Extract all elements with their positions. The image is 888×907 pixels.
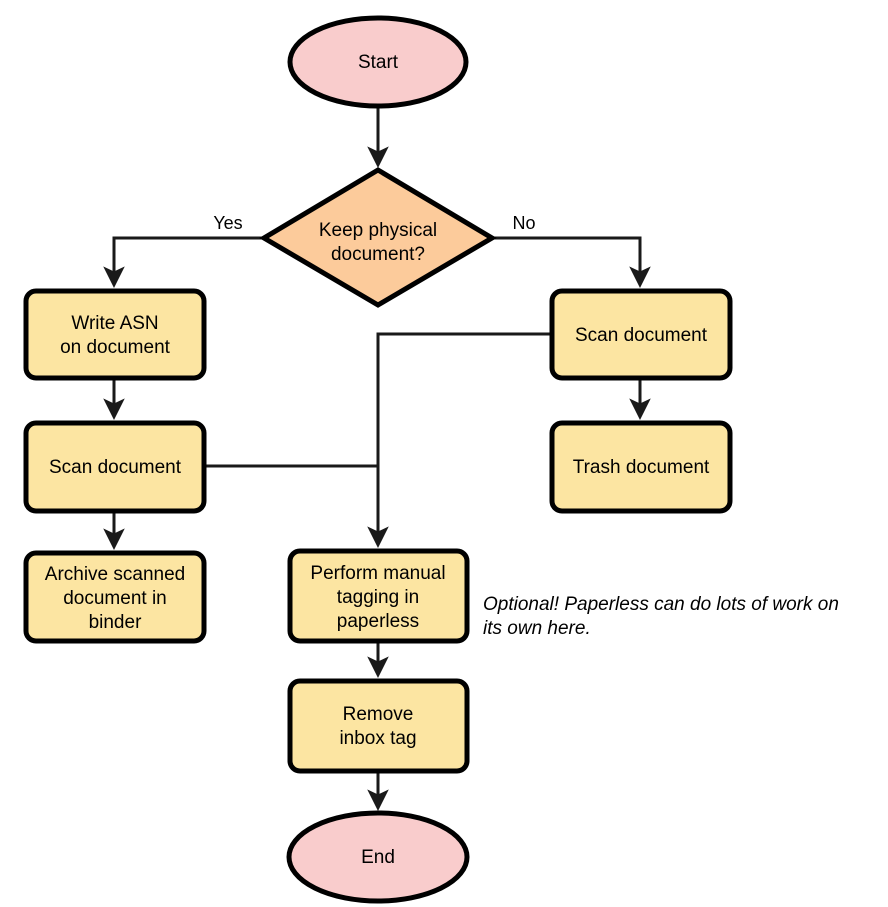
write-asn-box — [23, 288, 207, 381]
remove-inbox-label-line2: inbox tag — [339, 728, 416, 749]
scan-document-left-label: Scan document — [49, 457, 182, 478]
decision-label-line1: Keep physical — [319, 220, 437, 241]
edge-decision-yes-to-write-asn — [103, 236, 263, 289]
end-ellipse — [286, 810, 470, 904]
remove-inbox-tag-box — [287, 678, 470, 774]
node-start[interactable]: Start — [287, 15, 469, 109]
end-label: End — [361, 847, 395, 868]
node-perform-manual-tagging[interactable]: Perform manual tagging in paperless — [287, 548, 470, 644]
optional-note-line1: Optional! Paperless can do lots of work … — [483, 594, 839, 615]
start-label: Start — [358, 52, 399, 73]
node-write-asn-on-document[interactable]: Write ASN on document — [23, 288, 207, 381]
manual-tagging-label-line3: paperless — [337, 611, 419, 632]
scan-document-right-box — [549, 288, 733, 381]
manual-tagging-label-line2: tagging in — [337, 587, 419, 608]
archive-label-line3: binder — [89, 612, 142, 633]
node-archive-scanned-document[interactable]: Archive scanned document in binder — [23, 550, 207, 644]
decision-diamond — [259, 167, 497, 308]
node-trash-document[interactable]: Trash document — [549, 420, 733, 514]
node-scan-document-right[interactable]: Scan document — [549, 288, 733, 381]
write-asn-label-line1: Write ASN — [71, 313, 158, 334]
remove-inbox-label-line1: Remove — [343, 704, 414, 725]
decision-label-line2: document? — [331, 244, 425, 265]
manual-tagging-box — [287, 548, 470, 644]
archive-label-line2: document in — [63, 588, 167, 609]
manual-tagging-label-line1: Perform manual — [310, 563, 445, 584]
edge-decision-no-to-scan-right — [492, 236, 651, 289]
node-scan-document-left[interactable]: Scan document — [23, 420, 207, 514]
edge-label-no: No — [512, 213, 535, 233]
edge-label-yes: Yes — [213, 213, 242, 233]
start-ellipse — [287, 15, 469, 109]
optional-note-line2: its own here. — [483, 618, 591, 639]
write-asn-label-line2: on document — [60, 337, 171, 358]
node-end[interactable]: End — [286, 810, 470, 904]
trash-document-box — [549, 420, 733, 514]
edge-scan-right-to-manual-tagging — [367, 332, 552, 549]
archive-box — [23, 550, 207, 644]
scan-document-left-box — [23, 420, 207, 514]
archive-label-line1: Archive scanned — [45, 564, 185, 585]
node-decision-keep-physical-document[interactable]: Keep physical document? — [259, 167, 497, 308]
scan-document-right-label: Scan document — [575, 325, 708, 346]
trash-document-label: Trash document — [573, 457, 710, 478]
annotation-optional-note: Optional! Paperless can do lots of work … — [483, 594, 839, 639]
node-remove-inbox-tag[interactable]: Remove inbox tag — [287, 678, 470, 774]
